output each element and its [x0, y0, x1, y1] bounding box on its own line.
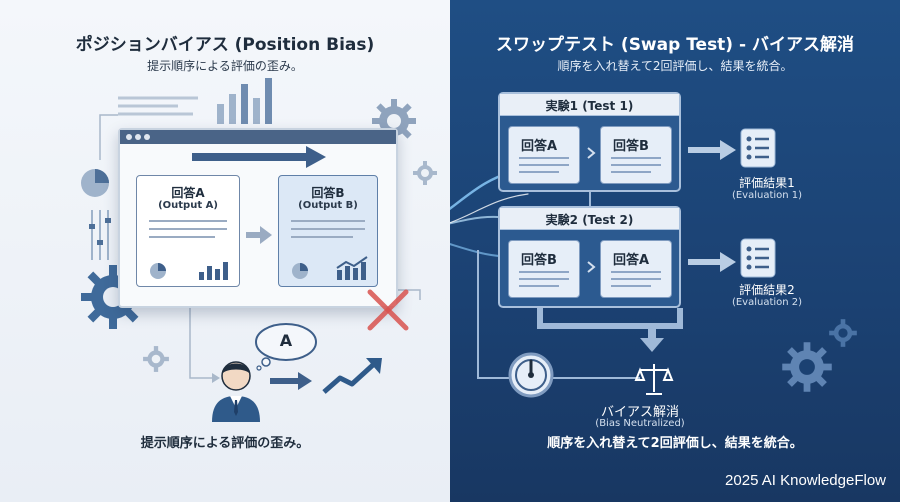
output-a-label: 回答A [171, 186, 205, 200]
eval-1-sub: (Evaluation 1) [731, 190, 803, 201]
left-title: ポジションバイアス (Position Bias) [75, 35, 375, 55]
text-line [611, 278, 661, 280]
browser-title-bar [120, 130, 396, 144]
output-b-label: 回答B [311, 186, 345, 200]
arrow-right-icon [270, 372, 312, 390]
text-line [519, 164, 569, 166]
speech-bubble-icon [255, 323, 317, 371]
list-icon [740, 128, 776, 168]
test-1-box: 実験1 (Test 1) 回答A 回答B [498, 92, 681, 192]
gear-icon [829, 319, 857, 347]
bar-chart-icon [199, 262, 228, 280]
pie-chart-icon [292, 263, 308, 279]
trend-chart-icon [336, 256, 368, 280]
bias-neutralized-sub: (Bias Neutralized) [595, 418, 685, 429]
decorative-lines [118, 96, 198, 116]
connector-lines [477, 192, 683, 379]
test-2-label: 実験2 (Test 2) [545, 213, 634, 227]
arrow-right-icon [688, 140, 736, 160]
left-panel: 回答A (Output A) 回答B (Output B) [0, 0, 450, 502]
gear-icon [413, 161, 437, 185]
window-dot [144, 134, 150, 140]
bias-neutralized-label: バイアス解消 [600, 405, 679, 420]
text-line [611, 164, 661, 166]
chevron-right-icon [587, 147, 596, 159]
person-icon [212, 361, 260, 422]
test-1-label: 実験1 (Test 1) [545, 99, 634, 113]
eval-2-sub: (Evaluation 2) [731, 297, 803, 308]
answer-label: 回答B [521, 253, 557, 268]
gauge-icon [508, 352, 554, 398]
speech-letter: A [279, 331, 293, 350]
answer-label: 回答A [613, 253, 650, 268]
text-line [519, 271, 569, 273]
text-line [519, 157, 569, 159]
test-2-first-answer: 回答B [508, 240, 580, 298]
test-1-first-answer: 回答A [508, 126, 580, 184]
text-line [611, 171, 651, 173]
window-dot [126, 134, 132, 140]
eval-2-label: 評価結果2 [739, 283, 795, 297]
cross-icon [367, 289, 409, 331]
slider-decoration [89, 210, 111, 260]
output-b-sub: (Output B) [298, 200, 358, 211]
left-subtitle: 提示順序による評価の歪み。 [147, 59, 303, 73]
watermark: 2025 AI KnowledgeFlow [725, 472, 886, 489]
text-line [149, 228, 227, 230]
text-line [611, 157, 661, 159]
text-line [519, 285, 559, 287]
text-line [611, 271, 661, 273]
scale-icon [634, 364, 674, 395]
gear-icon [782, 342, 832, 392]
gear-icon [143, 346, 169, 372]
right-title: スワップテスト (Swap Test) - バイアス解消 [496, 35, 854, 55]
test-2-second-answer: 回答A [600, 240, 672, 298]
right-subtitle: 順序を入れ替えて2回評価し、結果を統合。 [557, 59, 793, 73]
window-dot [135, 134, 141, 140]
text-line [149, 236, 215, 238]
test-2-box: 実験2 (Test 2) 回答B 回答A [498, 206, 681, 308]
eval-1-label: 評価結果1 [739, 176, 795, 190]
text-line [519, 278, 569, 280]
chevron-right-icon [587, 261, 596, 273]
text-line [291, 220, 365, 222]
answer-label: 回答B [613, 139, 649, 154]
arrow-right-icon [688, 252, 736, 272]
output-b-card: 回答B (Output B) [278, 175, 378, 287]
trend-up-icon [322, 358, 382, 394]
text-line [291, 236, 353, 238]
text-line [149, 220, 227, 222]
test-2-header: 実験2 (Test 2) [500, 208, 679, 230]
test-1-second-answer: 回答B [600, 126, 672, 184]
list-icon [740, 238, 776, 278]
pie-chart-icon [81, 169, 109, 197]
text-line [519, 171, 559, 173]
text-line [611, 285, 651, 287]
left-caption: 提示順序による評価の歪み。 [140, 436, 310, 451]
answer-label: 回答A [521, 139, 558, 154]
output-a-sub: (Output A) [158, 200, 218, 211]
output-a-card: 回答A (Output A) [136, 175, 240, 287]
right-caption: 順序を入れ替えて2回評価し、結果を統合。 [547, 436, 803, 451]
arrow-right-icon [246, 226, 272, 244]
test-1-header: 実験1 (Test 1) [500, 94, 679, 116]
text-line [291, 228, 365, 230]
bar-chart-icon [217, 78, 272, 124]
pie-chart-icon [150, 263, 166, 279]
arrow-right-icon [192, 146, 326, 168]
